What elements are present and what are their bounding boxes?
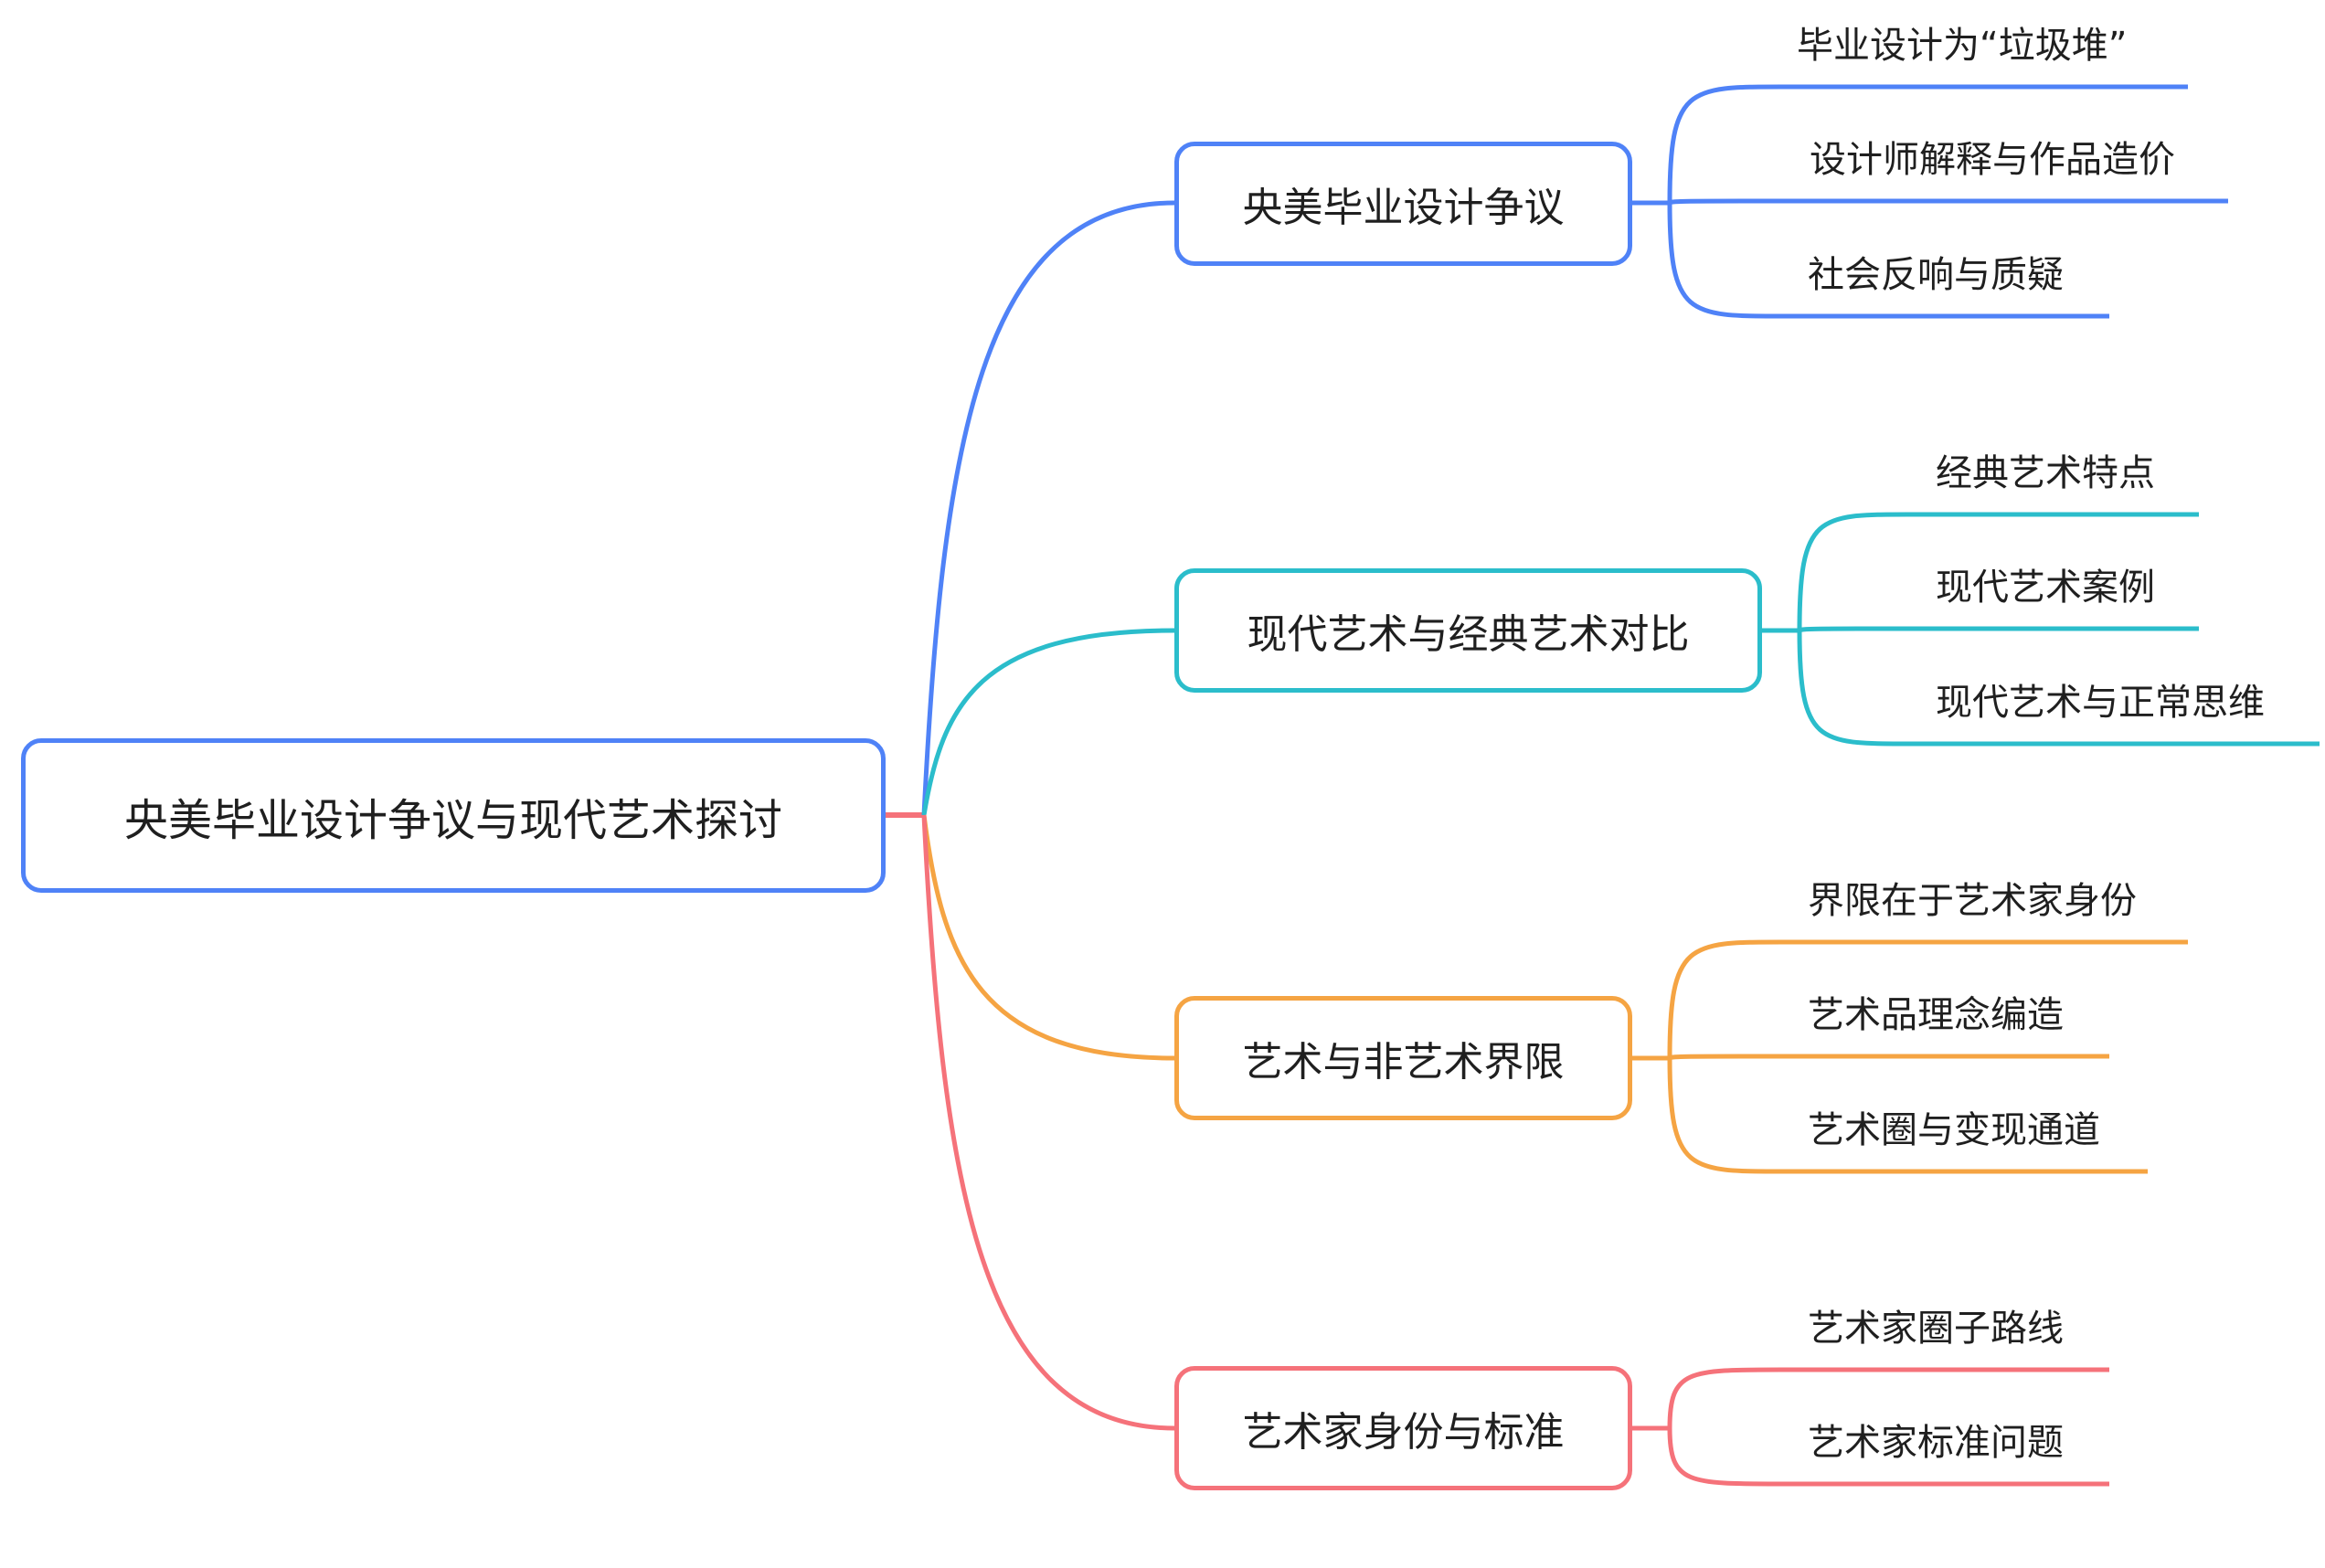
branch-topic-label: 艺术家身份与标准 xyxy=(1242,1409,1565,1456)
branch-topic-label: 现代艺术与经典艺术对比 xyxy=(1247,611,1690,658)
leaf-connector xyxy=(1667,1367,2109,1429)
leaf-topic-label: 界限在于艺术家身份 xyxy=(1808,880,2137,922)
branch-topic-art-boundary[interactable]: 艺术与非艺术界限 xyxy=(1174,996,1632,1120)
leaf-topic[interactable]: 设计师解释与作品造价 xyxy=(1810,142,2175,178)
leaf-connector xyxy=(1797,630,2320,747)
branch-topic-artist-identity[interactable]: 艺术家身份与标准 xyxy=(1174,1366,1632,1490)
root-topic[interactable]: 央美毕业设计争议与现代艺术探讨 xyxy=(21,738,886,893)
leaf-topic-label: 现代艺术案例 xyxy=(1936,567,2155,609)
leaf-topic[interactable]: 界限在于艺术家身份 xyxy=(1808,883,2137,919)
leaf-topic-label: 现代艺术与正常思维 xyxy=(1936,682,2265,724)
leaf-topic-label: 艺术圈与变现通道 xyxy=(1808,1109,2100,1151)
leaf-connector xyxy=(1797,626,2199,633)
leaf-connector xyxy=(1797,512,2199,631)
root-topic-label: 央美毕业设计争议与现代艺术探讨 xyxy=(123,794,782,846)
leaf-topic[interactable]: 艺术家标准问题 xyxy=(1808,1425,2064,1461)
branch-topic-graduation-controversy[interactable]: 央美毕业设计争议 xyxy=(1174,142,1632,266)
leaf-connector xyxy=(1667,198,2228,206)
leaf-topic[interactable]: 艺术品理念编造 xyxy=(1808,997,2064,1033)
leaf-topic-label: 艺术家圈子路线 xyxy=(1808,1308,2064,1350)
leaf-topic-label: 经典艺术特点 xyxy=(1936,452,2155,494)
leaf-topic-label: 设计师解释与作品造价 xyxy=(1810,139,2175,181)
branch-topic-modern-vs-classic[interactable]: 现代艺术与经典艺术对比 xyxy=(1174,568,1762,693)
leaf-topic[interactable]: 现代艺术案例 xyxy=(1936,569,2155,606)
branch-connector xyxy=(921,628,1175,816)
branch-connector xyxy=(921,814,1175,1061)
leaf-topic-label: 艺术品理念编造 xyxy=(1808,994,2064,1036)
leaf-topic-label: 艺术家标准问题 xyxy=(1808,1422,2064,1464)
leaf-topic[interactable]: 经典艺术特点 xyxy=(1936,455,2155,492)
branch-topic-label: 艺术与非艺术界限 xyxy=(1242,1039,1565,1086)
leaf-topic[interactable]: 艺术家圈子路线 xyxy=(1808,1310,2064,1347)
branch-connector xyxy=(921,814,1175,1431)
leaf-connector xyxy=(1667,1427,2109,1487)
leaf-topic-label: 毕业设计为“垃圾堆” xyxy=(1797,25,2128,67)
leaf-connector xyxy=(1667,84,2188,204)
leaf-topic[interactable]: 社会反响与质疑 xyxy=(1808,257,2064,293)
branch-topic-label: 央美毕业设计争议 xyxy=(1242,185,1565,231)
leaf-topic[interactable]: 艺术圈与变现通道 xyxy=(1808,1112,2100,1149)
leaf-topic[interactable]: 现代艺术与正常思维 xyxy=(1936,684,2265,721)
branch-connector xyxy=(921,200,1175,816)
leaf-connector xyxy=(1667,939,2188,1059)
leaf-connector xyxy=(1667,1057,2148,1174)
leaf-connector xyxy=(1667,202,2109,319)
leaf-connector xyxy=(1667,1054,2109,1061)
leaf-topic-label: 社会反响与质疑 xyxy=(1808,254,2064,296)
leaf-topic[interactable]: 毕业设计为“垃圾堆” xyxy=(1797,27,2127,64)
